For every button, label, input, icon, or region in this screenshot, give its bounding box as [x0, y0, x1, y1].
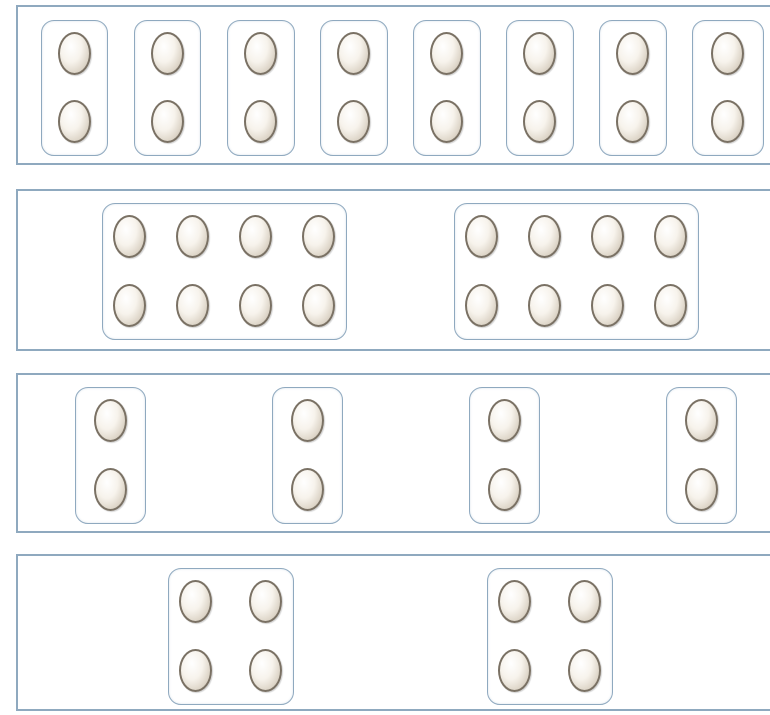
egg-icon	[498, 580, 531, 623]
egg-icon	[337, 100, 370, 143]
egg-icon	[113, 284, 146, 327]
egg-icon	[711, 32, 744, 75]
egg-icon	[465, 215, 498, 258]
egg-icon	[523, 32, 556, 75]
egg-icon	[291, 399, 324, 442]
egg-group	[692, 20, 764, 156]
row-3-panel	[16, 373, 770, 533]
egg-icon	[249, 580, 282, 623]
egg-group	[41, 20, 108, 156]
egg-icon	[337, 32, 370, 75]
egg-group	[413, 20, 481, 156]
egg-icon	[302, 215, 335, 258]
egg-icon	[151, 32, 184, 75]
egg-icon	[591, 284, 624, 327]
egg-icon	[151, 100, 184, 143]
row-2-panel	[16, 189, 770, 351]
egg-group	[168, 568, 294, 705]
egg-group	[227, 20, 295, 156]
egg-icon	[291, 468, 324, 511]
egg-icon	[430, 100, 463, 143]
egg-icon	[113, 215, 146, 258]
egg-icon	[249, 649, 282, 692]
egg-icon	[685, 468, 718, 511]
egg-group	[272, 387, 343, 524]
egg-icon	[711, 100, 744, 143]
row-1-panel	[16, 5, 770, 165]
egg-group	[506, 20, 574, 156]
egg-icon	[528, 215, 561, 258]
egg-icon	[244, 100, 277, 143]
egg-icon	[94, 399, 127, 442]
egg-group	[75, 387, 146, 524]
egg-icon	[488, 399, 521, 442]
egg-icon	[239, 215, 272, 258]
egg-icon	[523, 100, 556, 143]
egg-group	[134, 20, 201, 156]
egg-icon	[654, 284, 687, 327]
egg-group	[599, 20, 667, 156]
egg-icon	[302, 284, 335, 327]
egg-icon	[179, 649, 212, 692]
egg-group	[469, 387, 540, 524]
egg-icon	[176, 215, 209, 258]
egg-group	[102, 203, 347, 340]
egg-icon	[176, 284, 209, 327]
egg-icon	[179, 580, 212, 623]
egg-icon	[244, 32, 277, 75]
egg-icon	[568, 649, 601, 692]
egg-icon	[465, 284, 498, 327]
egg-icon	[488, 468, 521, 511]
egg-icon	[685, 399, 718, 442]
egg-icon	[568, 580, 601, 623]
egg-icon	[239, 284, 272, 327]
egg-group	[320, 20, 388, 156]
egg-icon	[591, 215, 624, 258]
egg-group	[666, 387, 737, 524]
egg-icon	[58, 100, 91, 143]
egg-icon	[430, 32, 463, 75]
egg-icon	[654, 215, 687, 258]
egg-icon	[616, 100, 649, 143]
egg-icon	[58, 32, 91, 75]
egg-icon	[498, 649, 531, 692]
egg-group	[487, 568, 613, 705]
egg-icon	[616, 32, 649, 75]
egg-icon	[94, 468, 127, 511]
egg-group	[454, 203, 699, 340]
row-4-panel	[16, 554, 770, 711]
egg-icon	[528, 284, 561, 327]
